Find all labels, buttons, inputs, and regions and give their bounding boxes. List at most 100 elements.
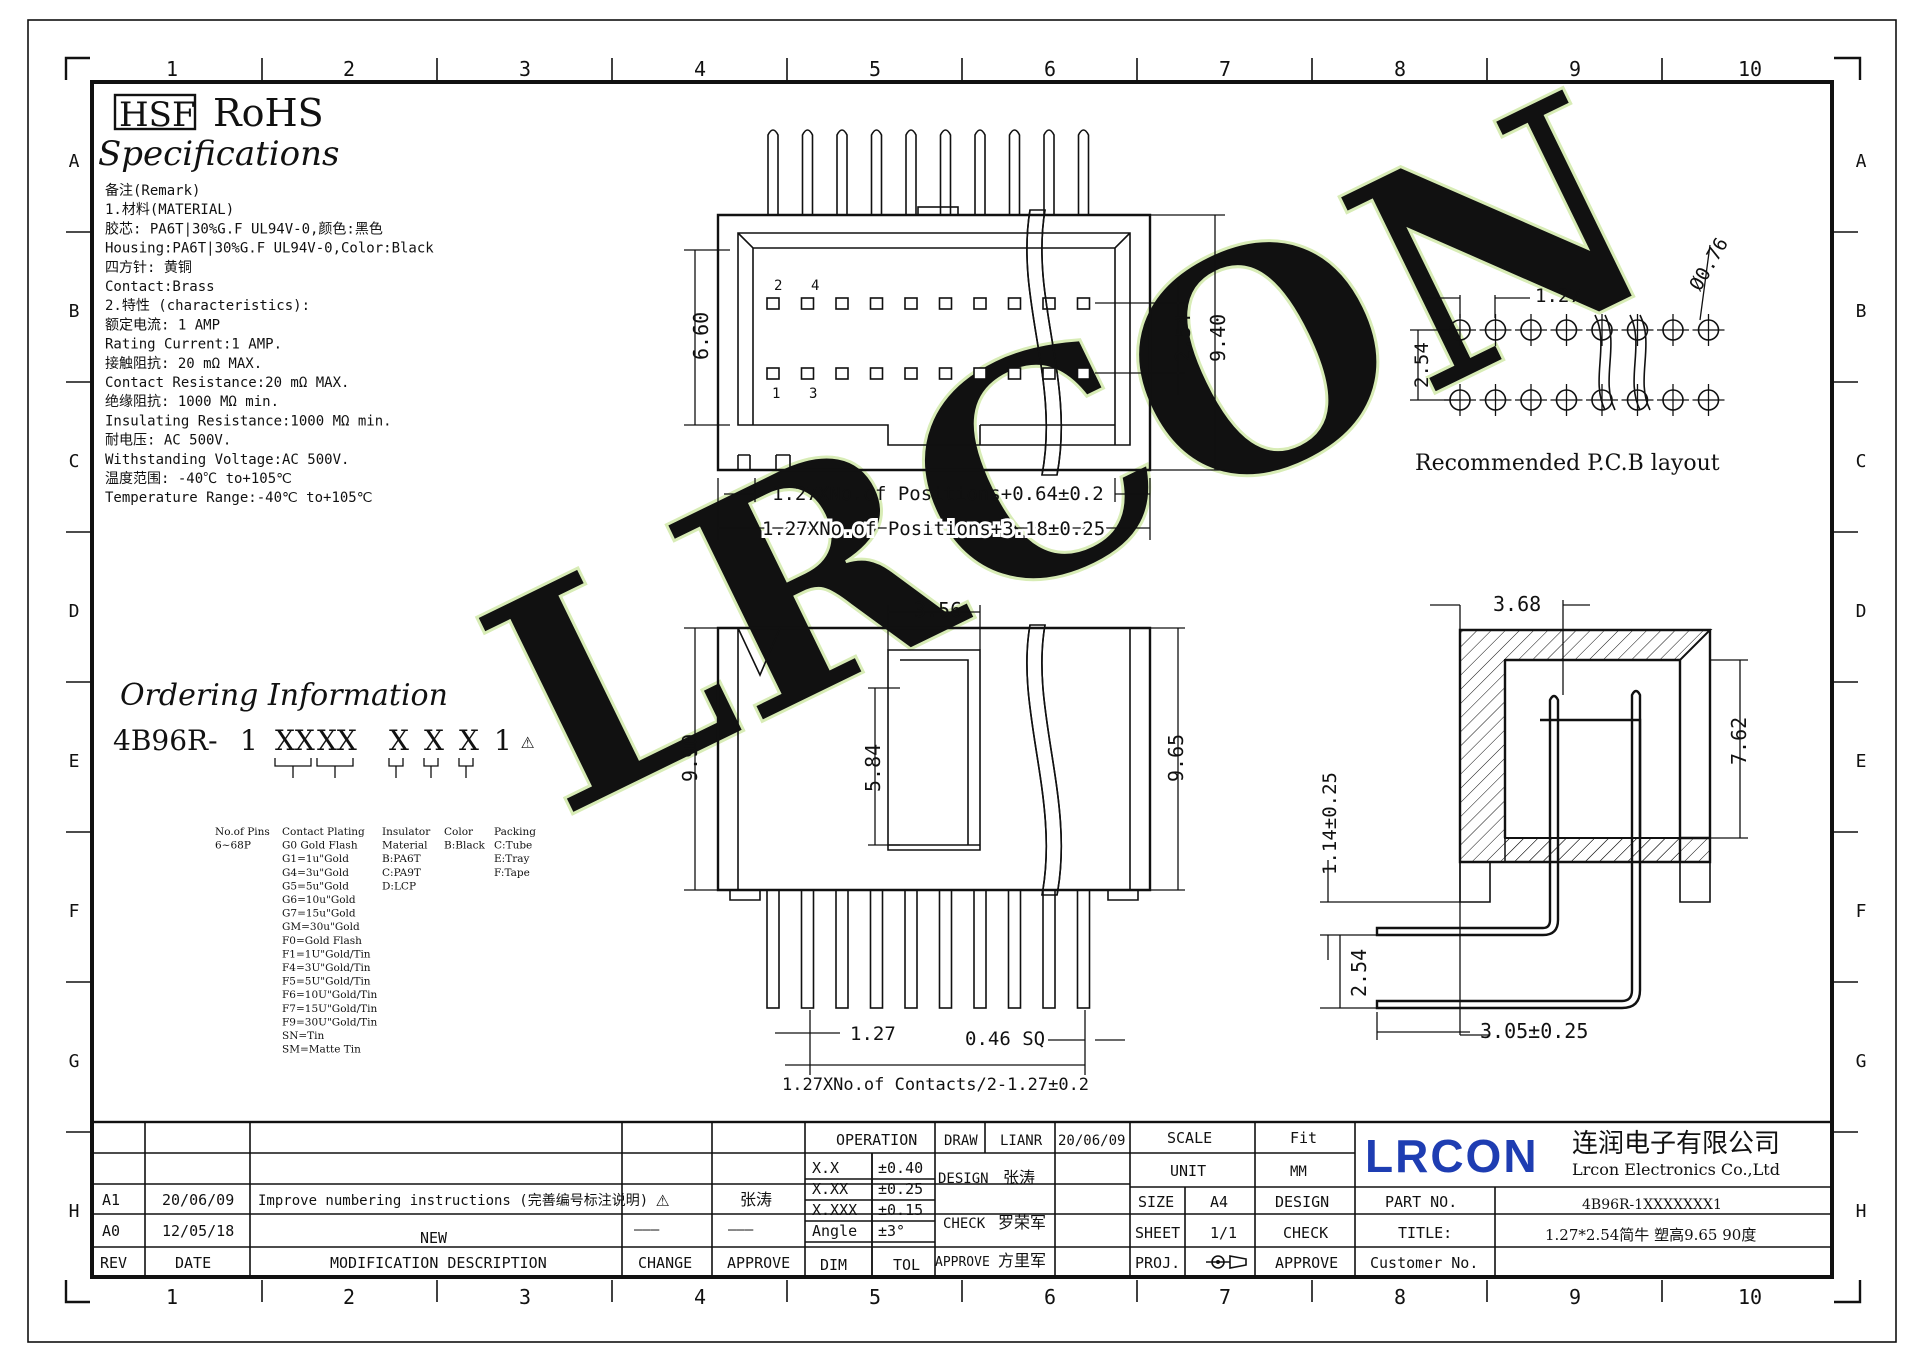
ordering-title: Ordering Information: [120, 678, 448, 713]
svg-text:SIZE: SIZE: [1138, 1193, 1174, 1211]
svg-text:9.65: 9.65: [1164, 734, 1188, 782]
svg-text:DESIGN: DESIGN: [938, 1171, 989, 1187]
hsf-label: HSF: [119, 95, 196, 135]
rev-a1: A1: [102, 1191, 120, 1209]
corner-marks: [64, 56, 1862, 1304]
svg-text:4: 4: [811, 278, 819, 294]
hsf-box: [113, 93, 197, 131]
tolerance-value: ±3°: [878, 1222, 905, 1240]
pcb-hole-crosshair: [1479, 384, 1512, 416]
svg-text:7.62: 7.62: [1727, 717, 1751, 765]
pin: [801, 129, 814, 215]
projection-symbol-icon: [1206, 1255, 1247, 1269]
contact-pad: [766, 367, 780, 380]
pcb-hole-crosshair: [1586, 314, 1618, 346]
pin: [905, 129, 917, 215]
pin: [870, 129, 883, 215]
ordering-option: Color: [444, 826, 474, 838]
side-view: 3.68 7.62 1.14±0.25 2.54 3.05±0.25: [1319, 592, 1751, 1043]
ordering-option: F0=Gold Flash: [282, 935, 362, 947]
company-logo: LRCON: [1365, 1130, 1539, 1182]
contact-pad: [904, 367, 918, 380]
svg-text:罗荣军: 罗荣军: [998, 1213, 1046, 1232]
svg-text:2.54: 2.54: [1347, 949, 1371, 997]
contact-pad: [835, 367, 849, 380]
svg-text:TITLE:: TITLE:: [1398, 1224, 1452, 1242]
svg-text:2: 2: [774, 278, 782, 294]
svg-text:3.68: 3.68: [1493, 592, 1541, 616]
pin: [1008, 129, 1021, 215]
date-a0: 12/05/18: [162, 1222, 234, 1240]
company-name-en: Lrcon Electronics Co.,Ltd: [1572, 1160, 1780, 1179]
row-label: E: [1856, 751, 1867, 772]
remark-line: Housing:PA6T|30%G.F UL94V-0,Color:Black: [105, 241, 434, 257]
remark-line: 2.特性 (characteristics):: [105, 298, 310, 314]
ordering-option: G4=3u"Gold: [282, 867, 349, 879]
pin: [869, 889, 884, 1009]
front-view: 3.56 9.90 5.84 9.65 1.27 0.46 SQ 1.27XNo…: [678, 598, 1188, 1095]
svg-text:CHECK: CHECK: [1283, 1224, 1328, 1242]
specifications-title: Specifications: [98, 134, 339, 174]
ordering-option: G1=1u"Gold: [282, 853, 349, 865]
svg-text:1.27XNo.of Positions+0.64±0.2: 1.27XNo.of Positions+0.64±0.2: [772, 483, 1104, 505]
ordering-option: F7=15U"Gold/Tin: [282, 1003, 377, 1015]
column-label: 9: [1569, 1285, 1581, 1309]
svg-text:A4: A4: [1210, 1193, 1228, 1211]
row-label: D: [69, 601, 80, 622]
ordering-option: B:Black: [444, 840, 485, 852]
desc-a1: Improve numbering instructions (完善编号标注说明…: [258, 1193, 648, 1209]
pin: [1076, 889, 1091, 1009]
column-label: 8: [1394, 57, 1406, 81]
svg-text:5.84: 5.84: [861, 744, 885, 792]
svg-text:3.56: 3.56: [914, 598, 962, 622]
svg-text:MM: MM: [1290, 1164, 1307, 1180]
svg-text:UNIT: UNIT: [1170, 1162, 1206, 1180]
remark-line: Insulating Resistance:1000 MΩ min.: [105, 413, 392, 429]
date-a1: 20/06/09: [162, 1191, 234, 1209]
ordering-option: F1=1U"Gold/Tin: [282, 948, 371, 960]
svg-text:1.27XNo.of Positions+3.18±0.25: 1.27XNo.of Positions+3.18±0.25: [762, 518, 1105, 540]
svg-text:1.27: 1.27: [850, 1023, 896, 1045]
svg-text:SCALE: SCALE: [1167, 1129, 1212, 1147]
pin: [835, 889, 849, 1009]
rohs-label: RoHS: [213, 91, 324, 135]
ordering-code-part: 1: [494, 724, 512, 757]
column-label: 3: [519, 57, 531, 81]
ordering-option: F6=10U"Gold/Tin: [282, 989, 377, 1001]
contact-pad: [1076, 367, 1091, 380]
column-label: 2: [343, 1285, 355, 1309]
approve-a1: 张涛: [740, 1190, 772, 1209]
svg-text:2.54: 2.54: [1411, 342, 1433, 388]
pcb-hole-crosshair: [1515, 384, 1547, 416]
remark-line: Withstanding Voltage:AC 500V.: [105, 452, 349, 468]
column-label: 8: [1394, 1285, 1406, 1309]
svg-text:9.90: 9.90: [678, 734, 702, 782]
row-label: F: [69, 901, 80, 922]
ordering-option: F9=30U"Gold/Tin: [282, 1016, 377, 1028]
tolerance-value: ±0.15: [878, 1201, 923, 1219]
contact-pad: [800, 367, 815, 380]
svg-text:DESIGN: DESIGN: [1275, 1193, 1329, 1211]
ordering-option: G5=5u"Gold: [282, 880, 349, 892]
contact-pad: [1007, 297, 1022, 310]
column-label: 7: [1219, 57, 1231, 81]
contact-pad: [869, 367, 884, 380]
column-label: 5: [869, 57, 881, 81]
ordering-code-part: X: [424, 724, 444, 757]
ordering-code-part: X: [389, 724, 409, 757]
ordering-option: GM=30u"Gold: [282, 921, 360, 933]
pin: [836, 129, 848, 215]
column-label: 10: [1738, 57, 1762, 81]
remark-line: 绝缘阻抗: 1000 MΩ min.: [105, 394, 279, 410]
ordering-option: Material: [382, 840, 428, 852]
remark-line: 温度范围: -40℃ to+105℃: [105, 470, 292, 487]
remark-line: 额定电流: 1 AMP: [105, 317, 220, 333]
remark-line: 备注(Remark): [105, 182, 200, 199]
svg-text:Recommended P.C.B layout: Recommended P.C.B layout: [1415, 451, 1720, 476]
svg-text:1.14±0.25: 1.14±0.25: [1319, 772, 1341, 875]
remark-line: Contact:Brass: [105, 279, 215, 295]
contact-pad: [973, 367, 987, 380]
svg-text:9.40: 9.40: [1206, 314, 1230, 362]
contact-pad: [904, 297, 918, 310]
